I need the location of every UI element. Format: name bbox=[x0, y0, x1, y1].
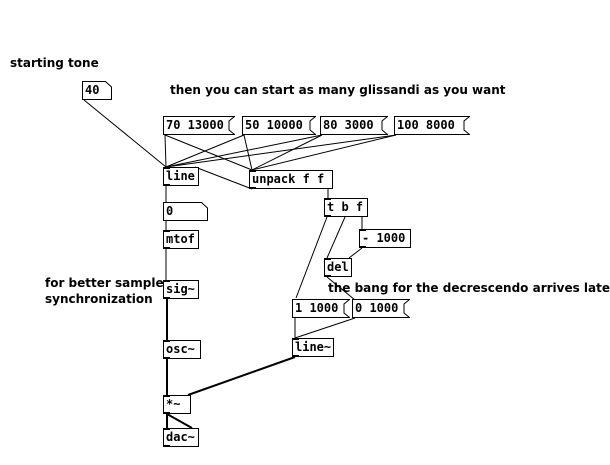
number-box-line-output[interactable]: 0 bbox=[163, 202, 208, 221]
cord-unpack-to-line bbox=[194, 166, 253, 190]
number-box-start-tone[interactable]: 40 bbox=[82, 81, 112, 100]
cord-mult-to-dac-right bbox=[166, 413, 193, 429]
message-gliss-70-13000[interactable]: 70 13000 bbox=[163, 116, 235, 135]
cord-msg3-to-unpack bbox=[251, 134, 323, 171]
cord-start-to-line bbox=[83, 99, 167, 168]
comment-sync-line1: for better sample bbox=[45, 276, 164, 290]
message-gliss-50-10000[interactable]: 50 10000 bbox=[242, 116, 316, 135]
object-del[interactable]: del bbox=[324, 258, 352, 277]
cord-msg1-to-line bbox=[164, 134, 167, 168]
object-mtof[interactable]: mtof bbox=[163, 230, 199, 249]
cord-del-to-amp-off bbox=[326, 276, 356, 301]
comment-sync-line2: synchronization bbox=[45, 292, 153, 306]
object-minus[interactable]: - 1000 bbox=[359, 229, 411, 248]
cord-line-tilde-to-mult bbox=[187, 356, 296, 396]
cord-msg4-to-unpack bbox=[251, 134, 397, 171]
message-gliss-80-3000[interactable]: 80 3000 bbox=[320, 116, 388, 135]
cord-amp-off-to-line-tilde bbox=[294, 317, 356, 339]
number-box-line-output-value: 0 bbox=[166, 204, 174, 218]
comment-starting-tone: starting tone bbox=[10, 56, 99, 70]
object-osc[interactable]: osc~ bbox=[163, 340, 201, 359]
message-amp-off[interactable]: 0 1000 bbox=[352, 299, 410, 318]
comment-decrescendo: the bang for the decrescendo arrives lat… bbox=[328, 281, 610, 295]
object-trigger[interactable]: t b f bbox=[324, 198, 368, 217]
message-gliss-50-10000-label: 50 10000 bbox=[245, 118, 303, 132]
object-mult[interactable]: *~ bbox=[163, 395, 191, 414]
cord-trigger-to-amp-on bbox=[295, 216, 328, 299]
message-amp-on-label: 1 1000 bbox=[295, 301, 339, 315]
message-gliss-80-3000-label: 80 3000 bbox=[323, 118, 374, 132]
message-gliss-100-8000[interactable]: 100 8000 bbox=[394, 116, 470, 135]
cord-msg4-to-line bbox=[165, 134, 397, 168]
cord-msg2-to-unpack bbox=[243, 134, 253, 171]
message-amp-off-label: 0 1000 bbox=[355, 301, 399, 315]
number-box-start-tone-value: 40 bbox=[85, 83, 100, 97]
object-line[interactable]: line bbox=[163, 167, 199, 186]
cord-minus-to-del bbox=[348, 247, 363, 259]
message-gliss-100-8000-label: 100 8000 bbox=[397, 118, 455, 132]
cord-msg3-to-line bbox=[165, 134, 323, 168]
comment-glissandi: then you can start as many glissandi as … bbox=[170, 83, 506, 97]
message-gliss-70-13000-label: 70 13000 bbox=[166, 118, 224, 132]
cord-trigger-b-to-del bbox=[326, 216, 346, 259]
object-sig[interactable]: sig~ bbox=[163, 280, 199, 299]
message-amp-on[interactable]: 1 1000 bbox=[292, 299, 350, 318]
object-dac[interactable]: dac~ bbox=[163, 428, 199, 447]
cord-msg1-to-unpack bbox=[164, 134, 253, 171]
object-unpack[interactable]: unpack f f bbox=[249, 170, 333, 189]
object-line-tilde[interactable]: line~ bbox=[292, 338, 334, 357]
